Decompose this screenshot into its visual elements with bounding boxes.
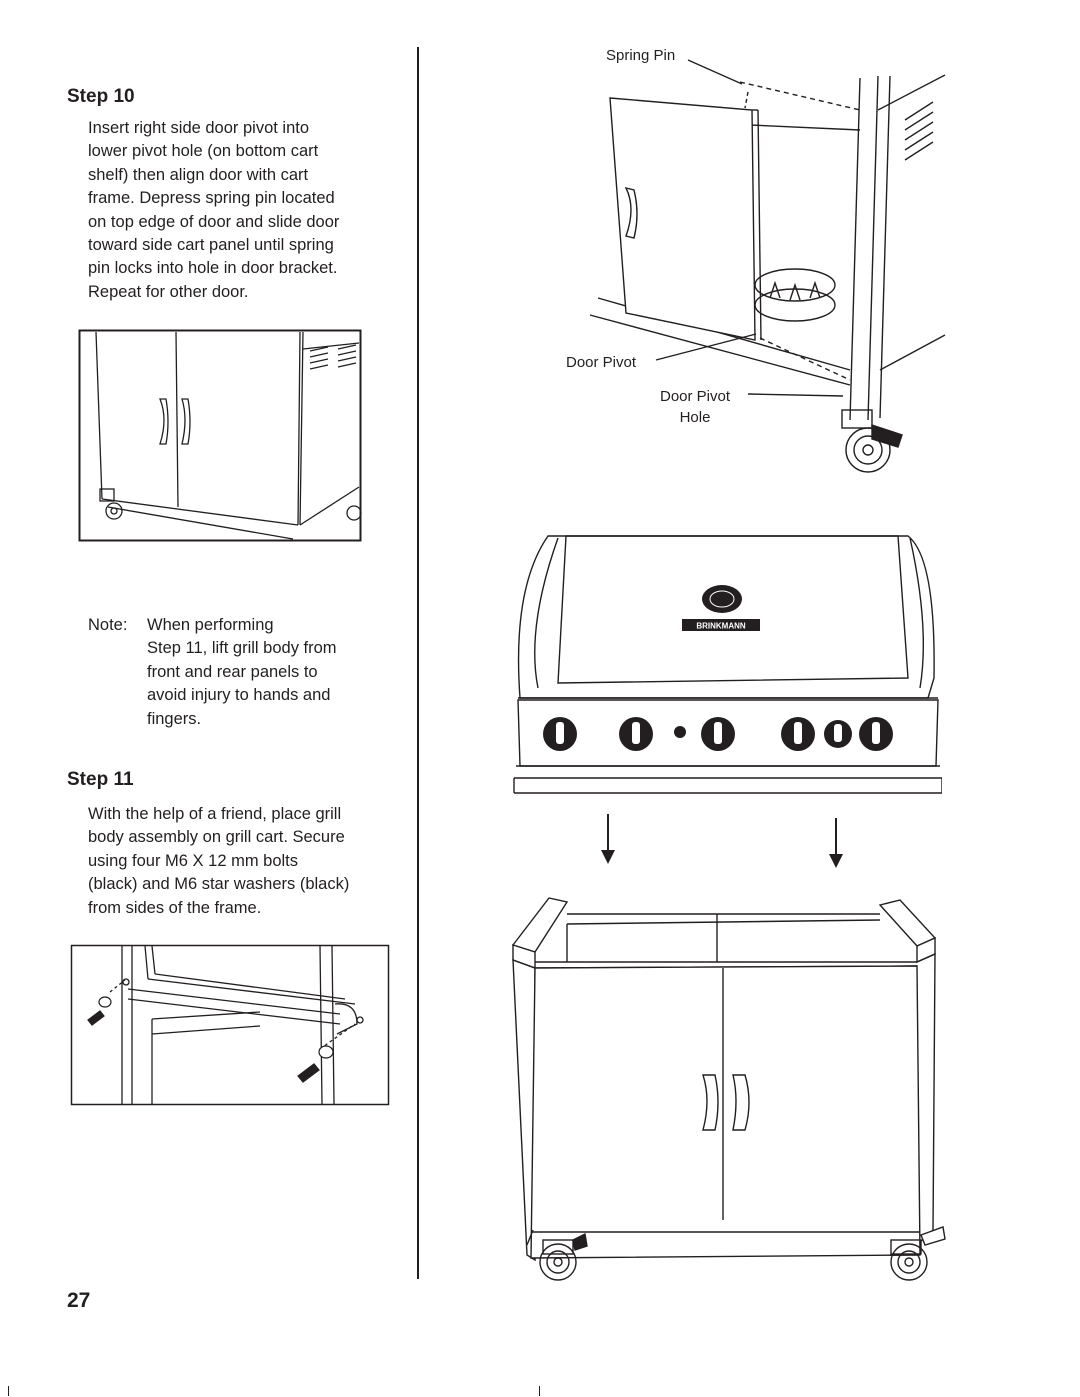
note-label: Note: [88,616,128,634]
grill-cart-illustration [505,890,950,1290]
door-pivot-hole-callout: Door Pivot Hole [660,388,731,426]
grill-body-illustration: BRINKMANN [508,528,942,798]
door-pivot-callout: Door Pivot [566,354,637,371]
note-text: When performing Step 11, lift grill body… [147,616,337,728]
down-arrow-right [826,818,846,870]
brinkmann-logo: BRINKMANN [696,622,746,631]
step-11-instructions: With the help of a friend, place grill b… [88,805,350,917]
frame-bolts-illustration [70,944,390,1106]
column-divider [417,47,419,1279]
down-arrow-left [598,814,618,866]
closed-cart-doors-illustration [78,329,362,542]
door-assembly-illustration [560,40,960,480]
step-10-instructions: Insert right side door pivot into lower … [88,119,340,301]
crop-mark-left [8,1386,9,1396]
page-number: 27 [67,1289,91,1312]
crop-mark-center [539,1386,540,1396]
spring-pin-callout: Spring Pin [606,47,676,64]
step-10-heading: Step 10 [67,86,135,107]
step-11-heading: Step 11 [67,769,134,790]
